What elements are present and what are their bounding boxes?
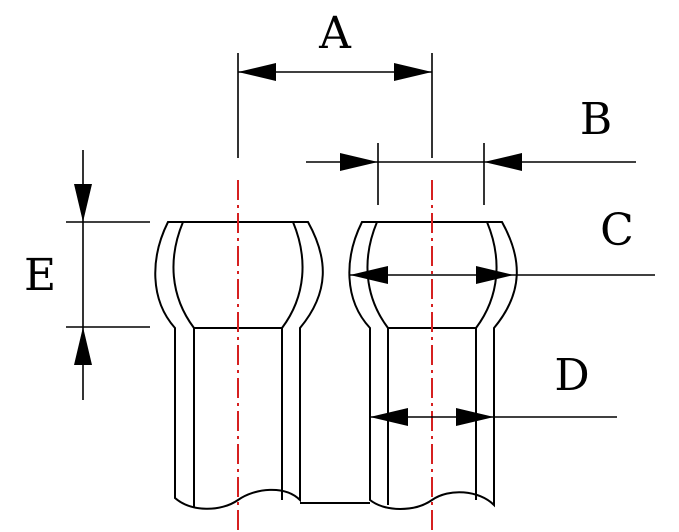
dimension-c-arrow-left bbox=[350, 266, 388, 284]
dimension-b-arrow-left bbox=[340, 153, 378, 171]
left-terminal-outer-outline bbox=[154, 221, 324, 510]
dimension-a: A bbox=[237, 8, 433, 158]
dimension-a-arrow-left bbox=[238, 63, 276, 81]
dimension-e-arrow-bottom bbox=[74, 327, 92, 365]
dimension-c: C bbox=[350, 205, 655, 284]
left-terminal-inner-right-curve bbox=[281, 221, 304, 329]
dimension-c-arrow-right bbox=[476, 266, 514, 284]
left-terminal bbox=[154, 221, 324, 510]
dimension-b-label: B bbox=[580, 94, 612, 145]
dimension-d-arrow-left bbox=[370, 408, 408, 426]
dimension-e-arrow-top bbox=[74, 184, 92, 222]
dimension-b-arrow-right bbox=[484, 153, 522, 171]
dimension-c-label: C bbox=[600, 205, 634, 256]
dimension-d-arrow-right bbox=[456, 408, 494, 426]
dimension-e-label: E bbox=[24, 250, 56, 301]
left-terminal-inner-left-curve bbox=[172, 221, 195, 329]
dimension-a-label: A bbox=[318, 8, 352, 59]
dimension-a-arrow-right bbox=[394, 63, 432, 81]
right-terminal bbox=[348, 221, 518, 510]
right-terminal-outer-outline bbox=[348, 221, 518, 510]
dimension-d: D bbox=[370, 350, 617, 426]
dimension-d-label: D bbox=[554, 350, 589, 401]
dimension-e: E bbox=[24, 150, 150, 400]
dimension-b: B bbox=[306, 94, 636, 205]
